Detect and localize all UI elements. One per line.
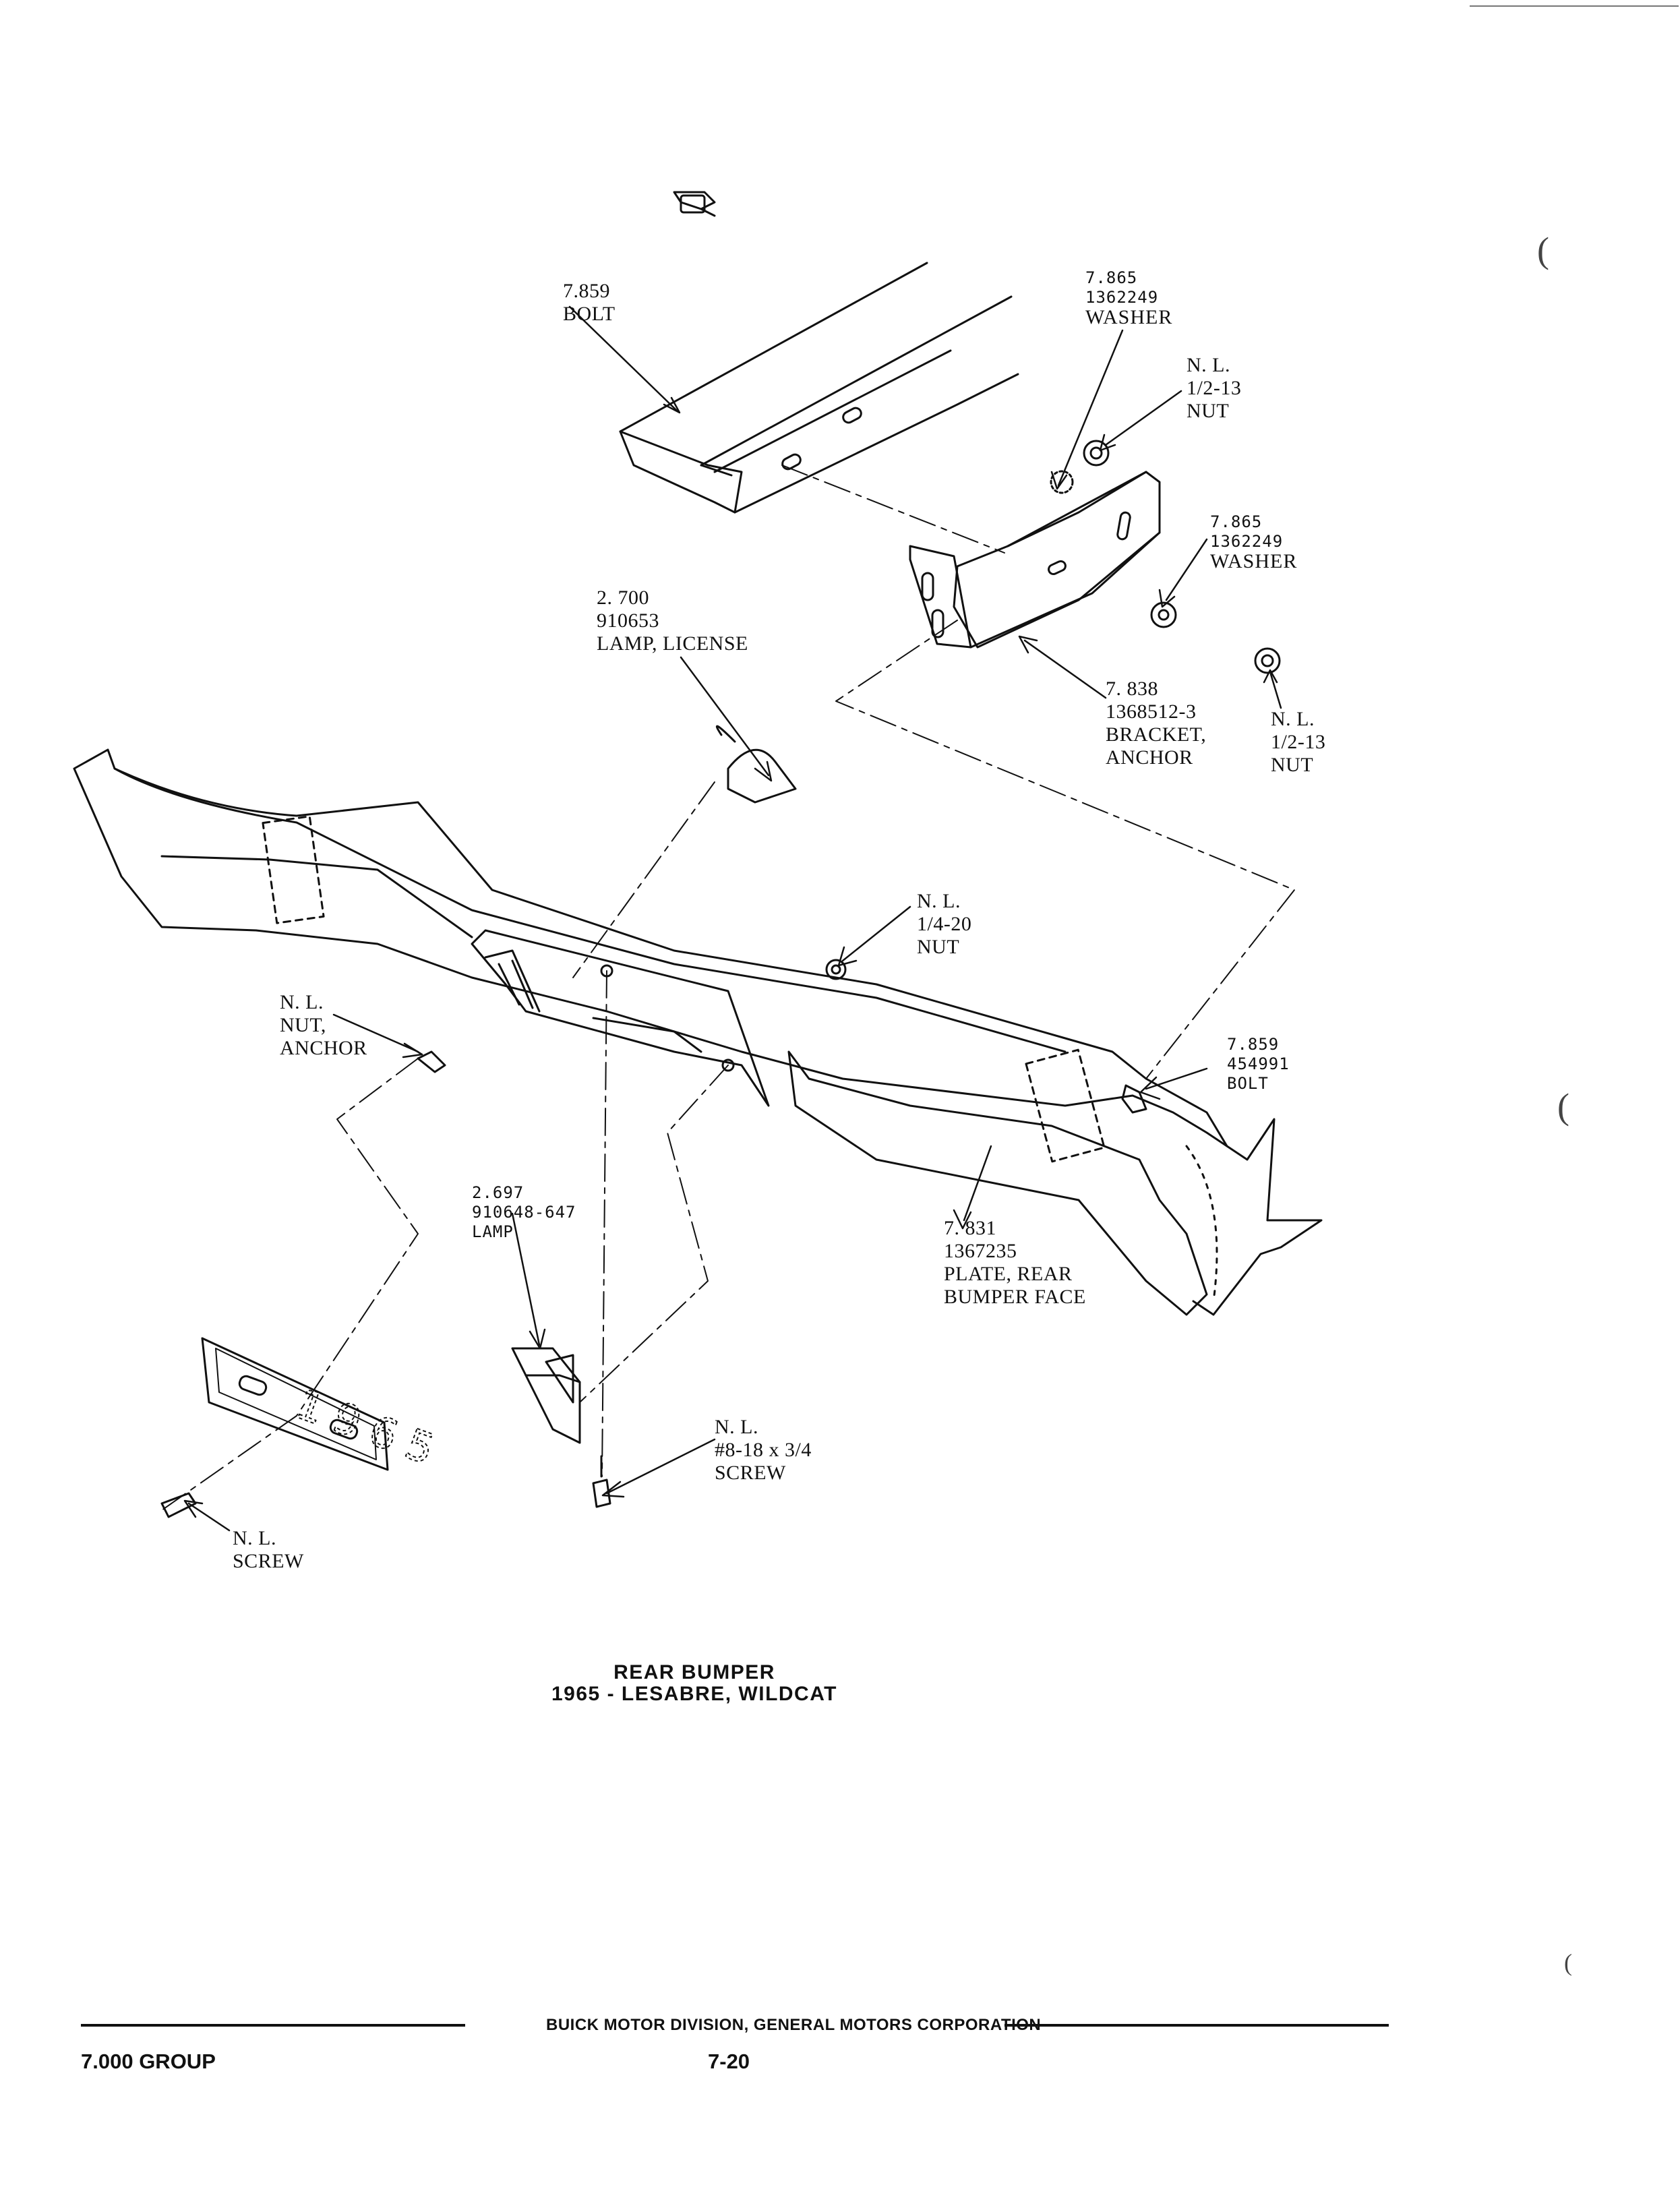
diagram-caption: REAR BUMPER 1965 - LESABRE, WILDCAT bbox=[526, 1662, 863, 1705]
label-screw-left: N. L.SCREW bbox=[233, 1527, 304, 1572]
footer-rule-left bbox=[81, 2024, 465, 2027]
scan-mark: ( bbox=[1537, 230, 1549, 270]
frame-rail bbox=[619, 262, 1019, 514]
scan-mark: ( bbox=[1564, 1949, 1572, 1976]
leader-lines bbox=[183, 305, 1282, 1532]
bumper-bar bbox=[73, 748, 1323, 1316]
footer-group: 7.000 GROUP bbox=[81, 2050, 216, 2073]
screws bbox=[160, 1455, 611, 1518]
anchor-bracket bbox=[909, 471, 1161, 649]
assembly-lines bbox=[161, 465, 1295, 1511]
footer-page-number: 7-20 bbox=[708, 2050, 750, 2073]
caption-subtitle: 1965 - LESABRE, WILDCAT bbox=[551, 1683, 837, 1705]
lamp-assembly bbox=[511, 1347, 581, 1444]
caption-title: REAR BUMPER bbox=[613, 1661, 775, 1683]
label-nut-anchor: N. L.NUT,ANCHOR bbox=[280, 991, 367, 1059]
scan-top-rule bbox=[1470, 5, 1679, 7]
scan-mark: ( bbox=[1557, 1086, 1569, 1127]
license-plate bbox=[201, 1337, 389, 1471]
footer-division: BUICK MOTOR DIVISION, GENERAL MOTORS COR… bbox=[546, 2016, 1042, 2034]
footer-rule-right bbox=[1004, 2024, 1389, 2027]
hardware-small-parts bbox=[417, 191, 1281, 1114]
